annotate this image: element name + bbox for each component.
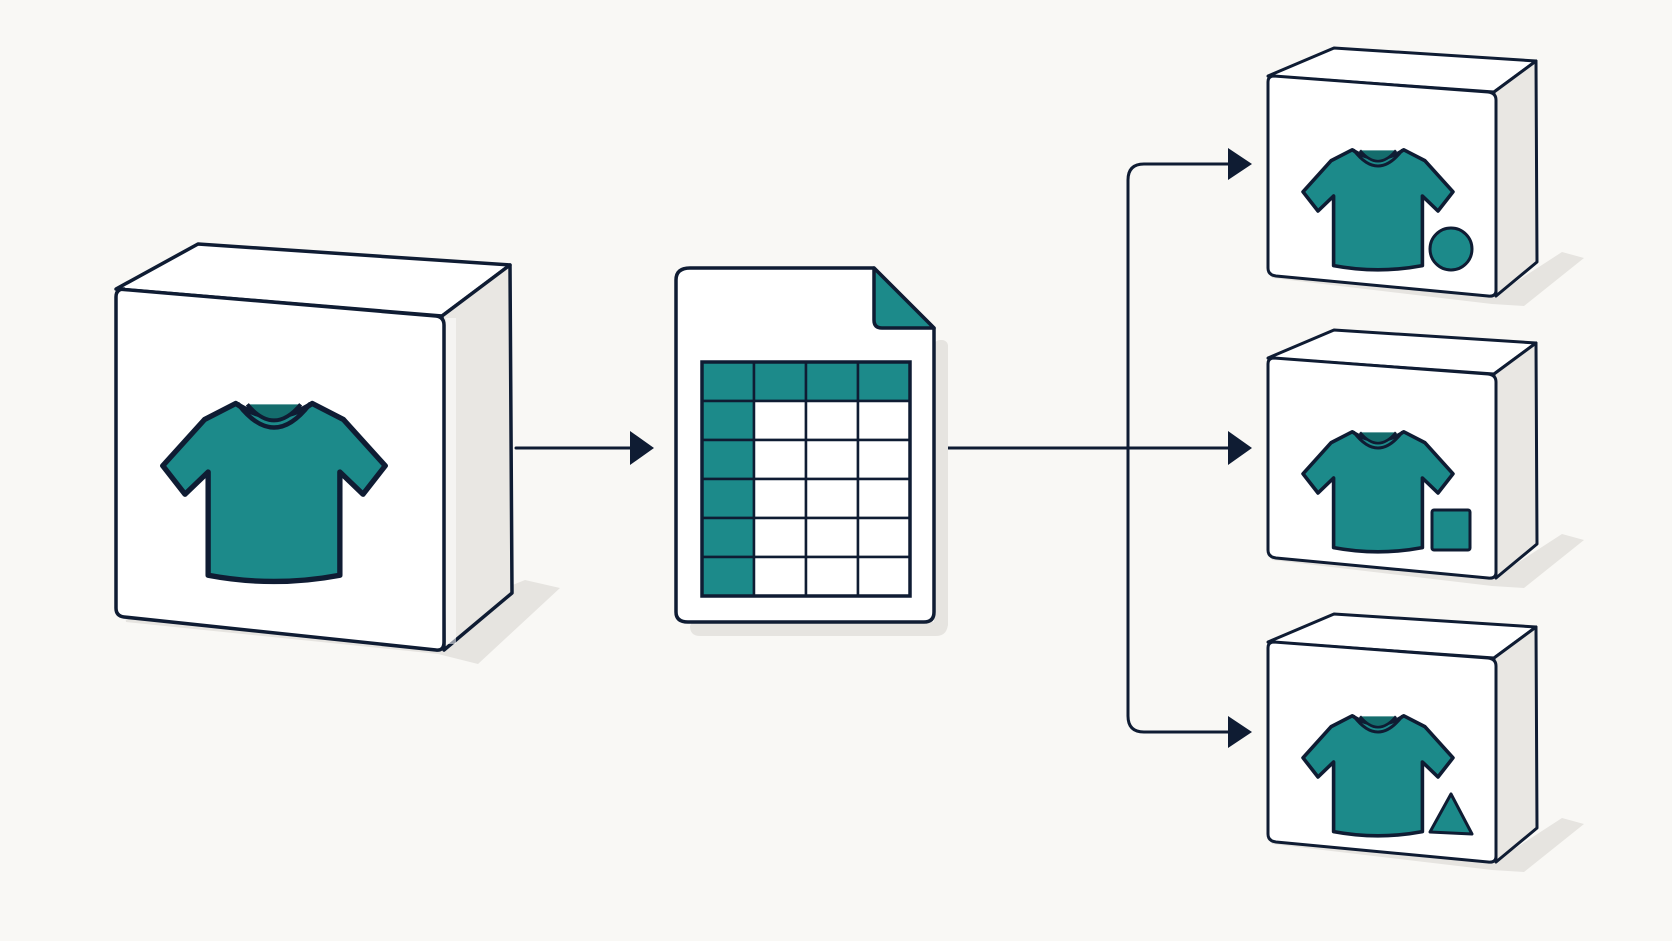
spreadsheet-document (674, 266, 948, 636)
table-cell (856, 555, 912, 598)
header-cell (856, 360, 912, 403)
table-cell (856, 438, 912, 481)
tshirt-icon (1301, 429, 1455, 554)
branch-bracket-connector (1126, 162, 1230, 734)
table-cell (752, 516, 808, 559)
table-cell (752, 555, 808, 598)
tshirt-icon (160, 400, 388, 585)
box-shadow (1272, 252, 1584, 306)
header-cell (752, 360, 808, 403)
table-cell (856, 516, 912, 559)
output-box-square (1266, 328, 1584, 588)
document-fold-corner (872, 266, 936, 330)
box-side-face (1492, 341, 1539, 580)
header-cell (700, 516, 756, 559)
header-cell (700, 555, 756, 598)
grid-border (700, 360, 912, 598)
tshirt-icon (1301, 147, 1455, 272)
box-side-highlight (446, 318, 456, 644)
header-cell (700, 438, 756, 481)
box-side-face (1492, 59, 1539, 298)
arrowheads (630, 148, 1252, 748)
table-cell (804, 399, 860, 442)
spreadsheet-icon (700, 360, 912, 598)
document-shadow-right (934, 340, 948, 630)
table-cell (752, 477, 808, 520)
arrow-right-icon (1228, 716, 1252, 748)
arrow-right-icon (1228, 431, 1252, 465)
table-cell (804, 477, 860, 520)
table-cell (804, 555, 860, 598)
arrow-right-icon (1228, 148, 1252, 180)
source-product-box (114, 242, 560, 664)
table-cell (804, 516, 860, 559)
triangle-badge-icon (1428, 792, 1474, 836)
header-cell (700, 360, 756, 403)
table-cell (804, 438, 860, 481)
circle-badge-icon (1428, 226, 1474, 272)
table-cell (752, 399, 808, 442)
header-cell (804, 360, 860, 403)
square-badge-icon (1430, 508, 1472, 552)
connectors (514, 162, 1230, 734)
box-side-face (1492, 625, 1539, 864)
arrow-right-icon (630, 431, 654, 465)
table-cell (856, 477, 912, 520)
header-cell (700, 477, 756, 520)
header-cell (700, 399, 756, 442)
output-box-triangle (1266, 612, 1584, 872)
table-cell (856, 399, 912, 442)
box-shadow (1272, 534, 1584, 588)
table-cell (752, 438, 808, 481)
document-shadow (690, 622, 948, 636)
tshirt-icon (1301, 713, 1455, 838)
box-shadow (1272, 818, 1584, 872)
output-box-circle (1266, 46, 1584, 306)
